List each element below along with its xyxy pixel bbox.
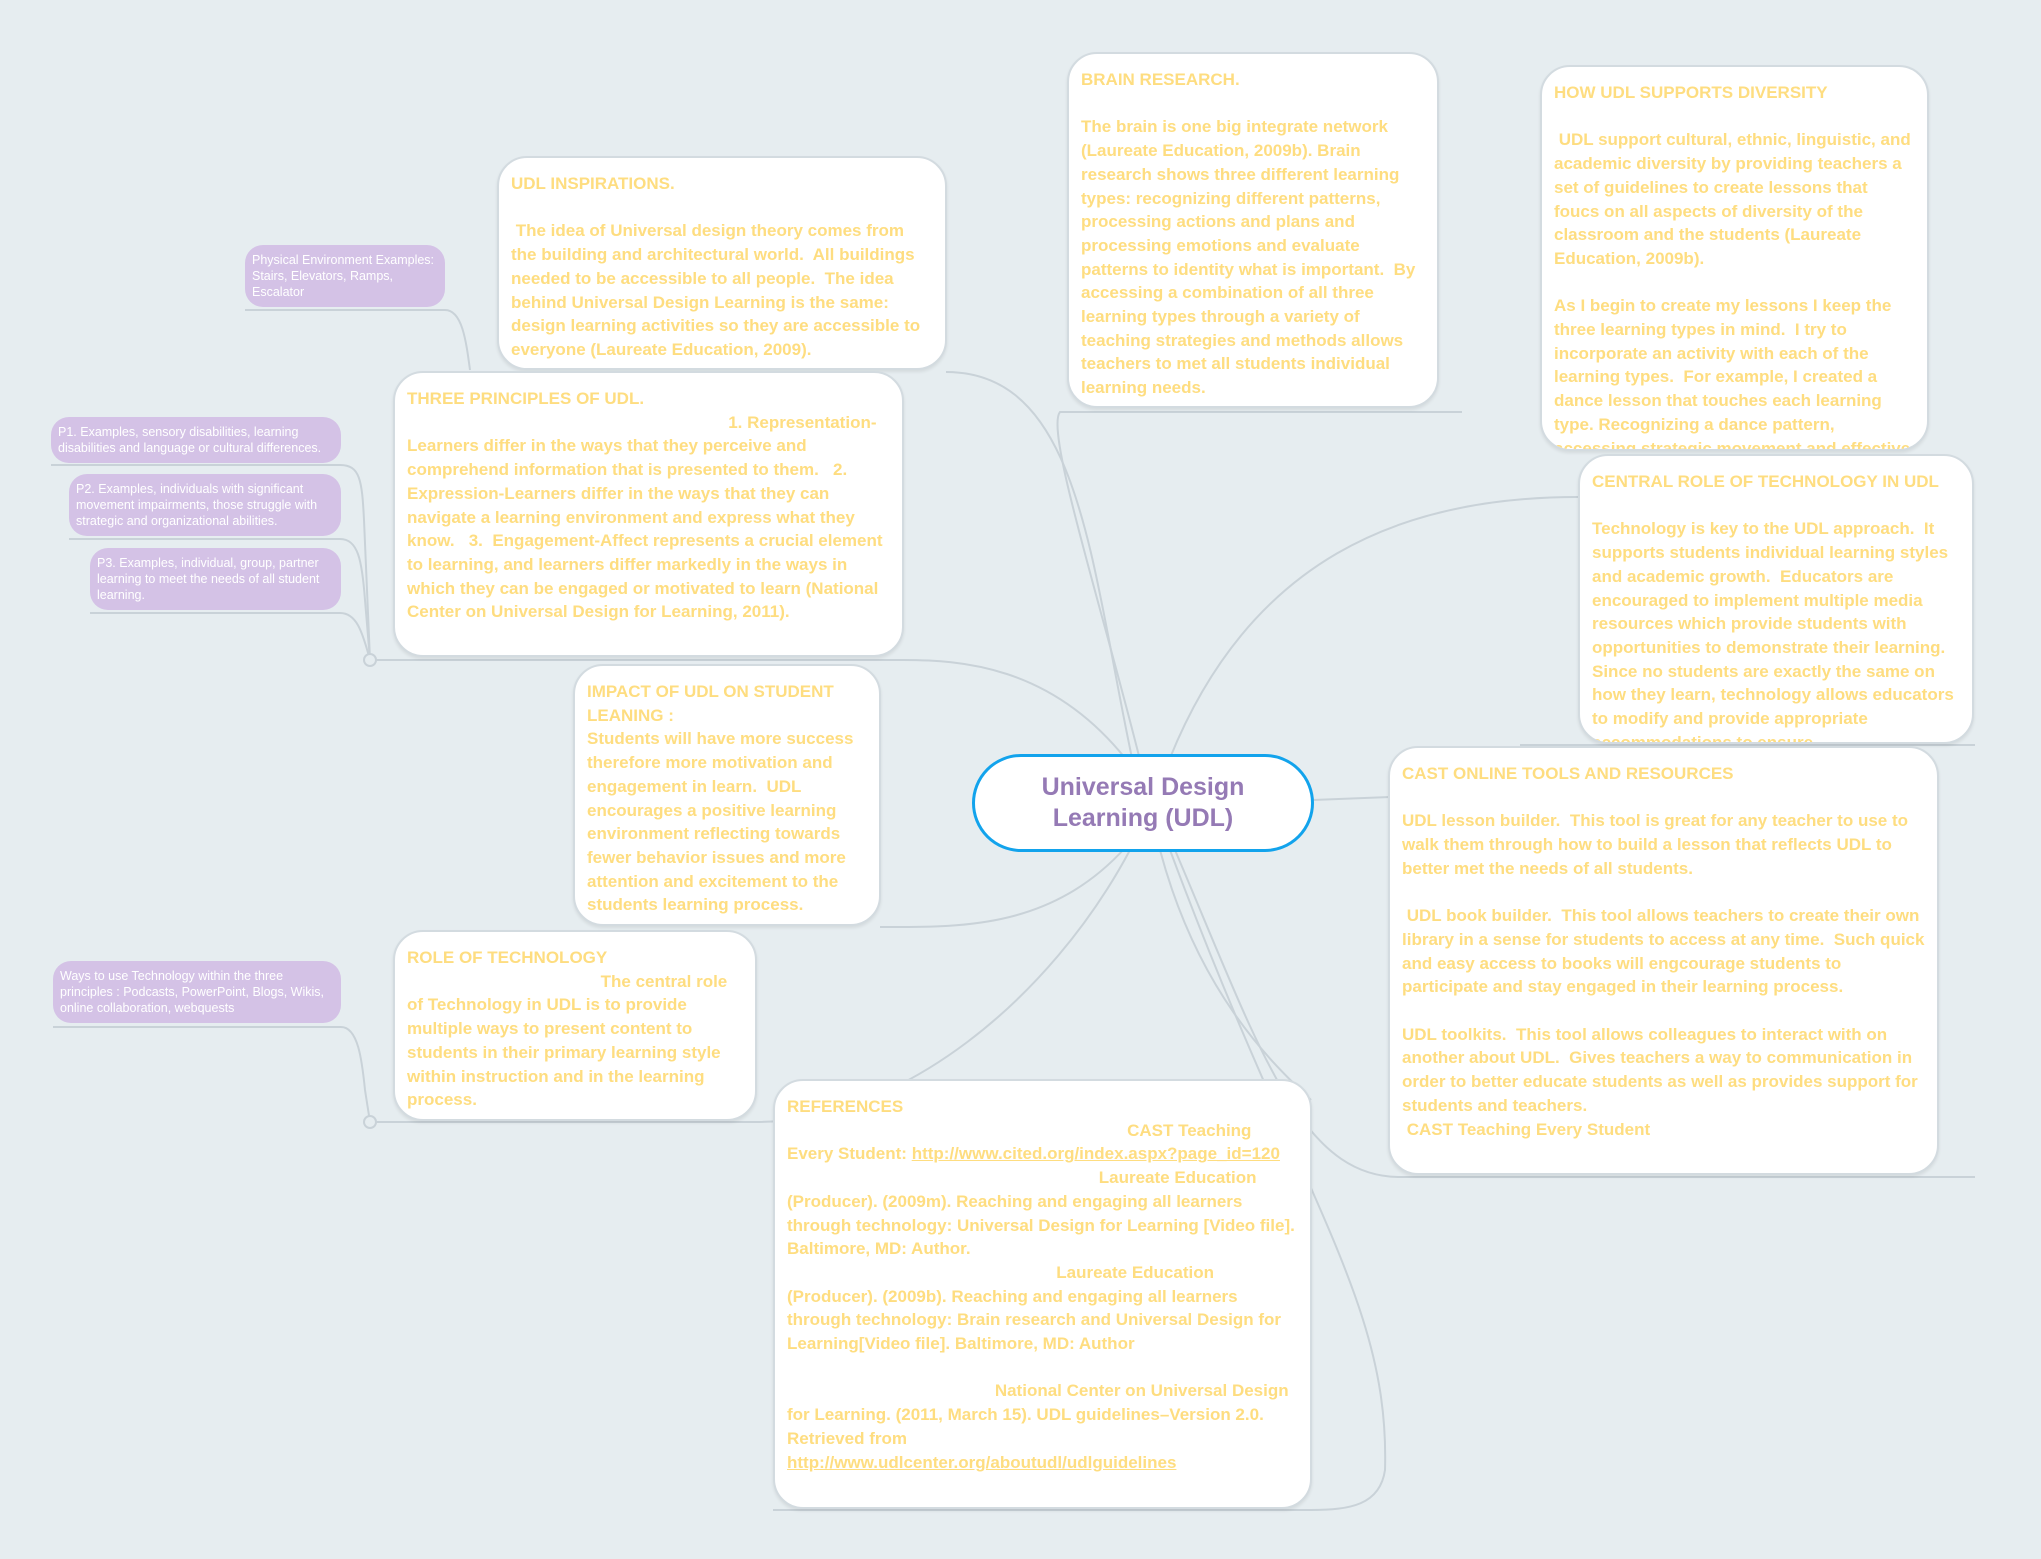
topic-body: The central role of Technology in UDL is… [407, 971, 732, 1110]
reference-link[interactable]: http://www.cited.org/index.aspx?page_id=… [911, 1144, 1280, 1164]
topic-title: CENTRAL ROLE OF TECHNOLOGY IN UDL [1592, 472, 1939, 491]
reference-text: CAST Teaching Every Student: [787, 1120, 1257, 1164]
topic-role-of-technology[interactable]: ROLE OF TECHNOLOGY The central role of T… [393, 930, 757, 1121]
topic-impact-of-udl[interactable]: IMPACT OF UDL ON STUDENT LEANING : Stude… [573, 664, 881, 926]
topic-brain-research[interactable]: BRAIN RESEARCH. The brain is one big int… [1067, 52, 1439, 408]
topic-references[interactable]: REFERENCES CAST Teaching Every Student: … [773, 1079, 1312, 1509]
central-topic[interactable]: Universal Design Learning (UDL) [972, 754, 1314, 852]
subtopic-p2[interactable]: P2. Examples, individuals with significa… [69, 474, 341, 536]
topic-body: The idea of Universal design theory come… [511, 221, 925, 359]
subtopic-p1[interactable]: P1. Examples, sensory disabilities, lear… [51, 417, 341, 463]
topic-cast-online-tools[interactable]: CAST ONLINE TOOLS AND RESOURCES UDL less… [1388, 746, 1939, 1175]
topic-body: Technology is key to the UDL approach. I… [1592, 519, 1959, 744]
topic-body: The brain is one big integrate network (… [1081, 117, 1421, 398]
reference-text: National Center on Universal Design for … [787, 1381, 1294, 1448]
topic-title: REFERENCES [787, 1097, 904, 1116]
topic-body: UDL support cultural, ethnic, linguistic… [1554, 130, 1916, 268]
cast-item: UDL lesson builder. This tool is great f… [1402, 811, 1913, 878]
topic-body: 1. Representation-Learners differ in the… [407, 412, 888, 622]
topic-body: Students will have more success therefor… [587, 729, 859, 915]
topic-title: BRAIN RESEARCH. [1081, 70, 1240, 89]
topic-title: ROLE OF TECHNOLOGY [407, 948, 608, 967]
cast-item: UDL book builder. This tool allows teach… [1402, 906, 1930, 997]
topic-title: UDL INSPIRATIONS. [511, 174, 675, 193]
cast-item: UDL toolkits. This tool allows colleague… [1402, 1024, 1918, 1139]
topic-how-udl-supports-diversity[interactable]: HOW UDL SUPPORTS DIVERSITY UDL support c… [1540, 65, 1929, 451]
topic-central-role-of-technology[interactable]: CENTRAL ROLE OF TECHNOLOGY IN UDL Techno… [1578, 454, 1974, 744]
topic-title: HOW UDL SUPPORTS DIVERSITY [1554, 83, 1828, 102]
reference-link[interactable]: http://www.udlcenter.org/aboutudl/udlgui… [787, 1452, 1177, 1472]
reference-text: Laureate Education (Producer). (2009b). … [787, 1262, 1286, 1354]
topic-title: CAST ONLINE TOOLS AND RESOURCES [1402, 764, 1734, 783]
topic-udl-inspirations[interactable]: UDL INSPIRATIONS. The idea of Universal … [497, 156, 947, 370]
topic-title: THREE PRINCIPLES OF UDL. [407, 389, 645, 408]
reference-text: Laureate Education (Producer). (2009m). … [787, 1168, 1300, 1259]
subtopic-p3[interactable]: P3. Examples, individual, group, partner… [90, 548, 341, 610]
subtopic-ways-to-use-technology[interactable]: Ways to use Technology within the three … [53, 961, 341, 1023]
topic-title: IMPACT OF UDL ON STUDENT LEANING : [587, 682, 839, 725]
subtopic-physical-environment[interactable]: Physical Environment Examples: Stairs, E… [245, 245, 445, 307]
topic-body-2: As I begin to create my lessons I keep t… [1554, 296, 1911, 451]
topic-three-principles[interactable]: THREE PRINCIPLES OF UDL. 1. Representati… [393, 371, 904, 657]
